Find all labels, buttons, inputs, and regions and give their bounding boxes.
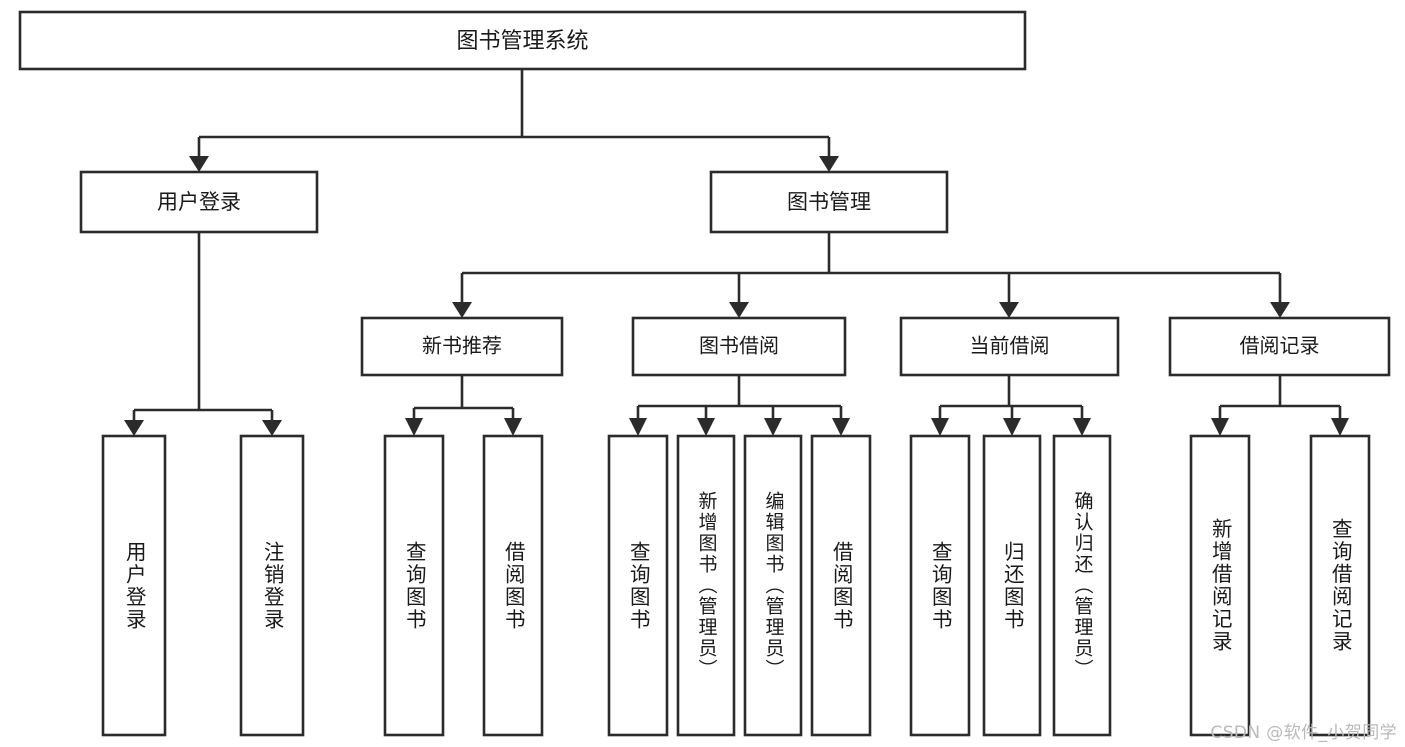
- arrow-to-current-borrow: [999, 302, 1019, 318]
- arrow-to-leaf-logout: [262, 420, 282, 436]
- arrow-to-leaf-borrow-book-2: [832, 418, 850, 436]
- leaf-query-book-2-box[interactable]: [607, 434, 669, 737]
- node-new-book-rec-box[interactable]: [360, 316, 564, 377]
- leaf-borrow-book-1-box[interactable]: [482, 434, 544, 737]
- node-borrow-record-box[interactable]: [1168, 316, 1391, 377]
- arrow-to-leaf-add-book: [697, 418, 715, 436]
- arrow-to-leaf-query-book-1: [405, 418, 423, 436]
- node-borrow-record-label: 借阅记录: [1240, 334, 1320, 358]
- node-current-borrow[interactable]: 当前借阅: [899, 316, 1120, 377]
- node-book-borrow-box[interactable]: [631, 316, 847, 377]
- leaf-return-book-box[interactable]: [982, 434, 1042, 737]
- leaf-borrow-book-2-box[interactable]: [810, 434, 872, 737]
- leaf-box-group: [101, 434, 1371, 737]
- node-user-login[interactable]: 用户登录: [79, 170, 319, 234]
- connector-group-new-book-rec: [405, 375, 522, 436]
- node-book-borrow-label: 图书借阅: [699, 334, 779, 358]
- arrow-to-leaf-add-record: [1211, 418, 1229, 436]
- arrow-to-borrow-record: [1270, 302, 1290, 318]
- connector-group-borrow-record: [1211, 375, 1349, 436]
- leaf-user-login-box[interactable]: [101, 434, 167, 737]
- connector-group-book-borrow: [629, 375, 850, 436]
- arrow-root-to-user-login: [189, 156, 209, 172]
- leaf-add-book-box[interactable]: [676, 434, 736, 737]
- arrow-to-book-borrow: [729, 302, 749, 318]
- node-user-login-label: 用户登录: [157, 190, 241, 214]
- arrow-to-leaf-query-record: [1331, 418, 1349, 436]
- leaf-edit-book-box[interactable]: [743, 434, 803, 737]
- arrow-to-leaf-edit-book: [764, 418, 782, 436]
- connector-group-root: [189, 69, 839, 172]
- connector-group-user-login: [124, 232, 282, 436]
- node-current-borrow-label: 当前借阅: [970, 334, 1050, 358]
- leaf-query-record-box[interactable]: [1309, 434, 1371, 737]
- arrow-to-leaf-borrow-book-1: [504, 418, 522, 436]
- node-root[interactable]: 图书管理系统: [18, 10, 1027, 71]
- connector-group-book-manage: [452, 232, 1290, 318]
- leaf-query-book-3-box[interactable]: [909, 434, 971, 737]
- node-root-label: 图书管理系统: [456, 29, 588, 54]
- node-borrow-record[interactable]: 借阅记录: [1168, 316, 1391, 377]
- node-book-manage-label: 图书管理: [787, 190, 871, 214]
- node-current-borrow-box[interactable]: [899, 316, 1120, 377]
- node-new-book-rec-label: 新书推荐: [422, 334, 502, 358]
- arrow-to-leaf-user-login: [124, 420, 144, 436]
- node-root-box[interactable]: [18, 10, 1027, 71]
- arrow-to-leaf-confirm-return: [1073, 418, 1091, 436]
- leaf-query-book-1-box[interactable]: [383, 434, 445, 737]
- arrow-to-leaf-return-book: [1003, 418, 1021, 436]
- node-book-borrow[interactable]: 图书借阅: [631, 316, 847, 377]
- arrow-to-leaf-query-book-2: [629, 418, 647, 436]
- leaf-confirm-return-box[interactable]: [1052, 434, 1112, 737]
- arrow-to-new-book-rec: [452, 302, 472, 318]
- arrow-root-to-book-manage: [819, 156, 839, 172]
- node-book-manage-box[interactable]: [709, 170, 949, 234]
- node-user-login-box[interactable]: [79, 170, 319, 234]
- leaf-add-record-box[interactable]: [1189, 434, 1251, 737]
- leaf-logout-box[interactable]: [239, 434, 305, 737]
- node-new-book-rec[interactable]: 新书推荐: [360, 316, 564, 377]
- node-book-manage[interactable]: 图书管理: [709, 170, 949, 234]
- csdn-watermark: CSDN @软件_小贺同学: [1210, 723, 1397, 743]
- connector-group-current-borrow: [931, 375, 1091, 436]
- arrow-to-leaf-query-book-3: [931, 418, 949, 436]
